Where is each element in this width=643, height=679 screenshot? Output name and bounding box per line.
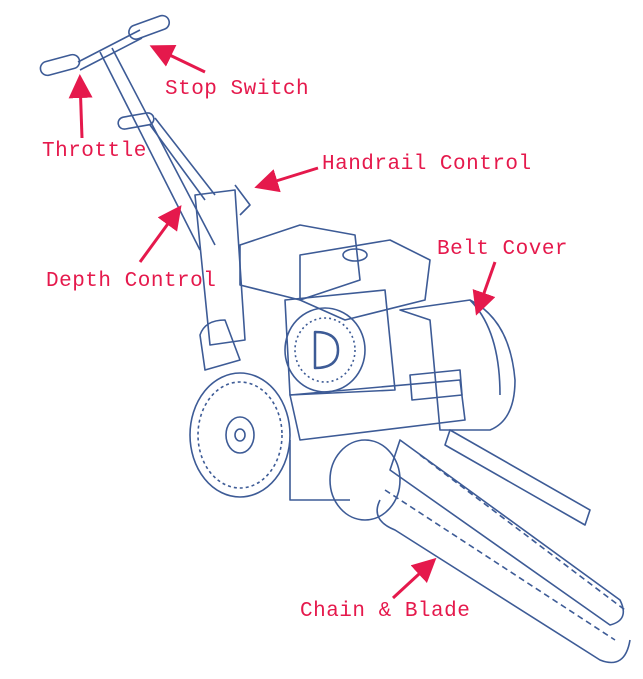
chain-boom [376,439,631,664]
throttle-label: Throttle [42,140,147,163]
wheel [189,372,291,498]
frame [199,319,591,526]
handrail-control-arrow [254,166,319,193]
belt-cover-shape [399,299,516,431]
handrail-control-label: Handrail Control [322,153,532,176]
chain-blade-arrow [391,557,437,600]
depth-control-arrow [138,205,182,263]
chain-blade-label: Chain & Blade [300,600,471,623]
stop-switch-label: Stop Switch [165,78,310,101]
throttle-arrow [68,74,93,139]
belt-cover-label: Belt Cover [437,238,569,261]
handle-assembly [39,14,251,346]
stop-switch-arrow [149,44,206,74]
belt-cover-arrow [472,261,497,316]
depth-control-label: Depth Control [46,270,217,293]
